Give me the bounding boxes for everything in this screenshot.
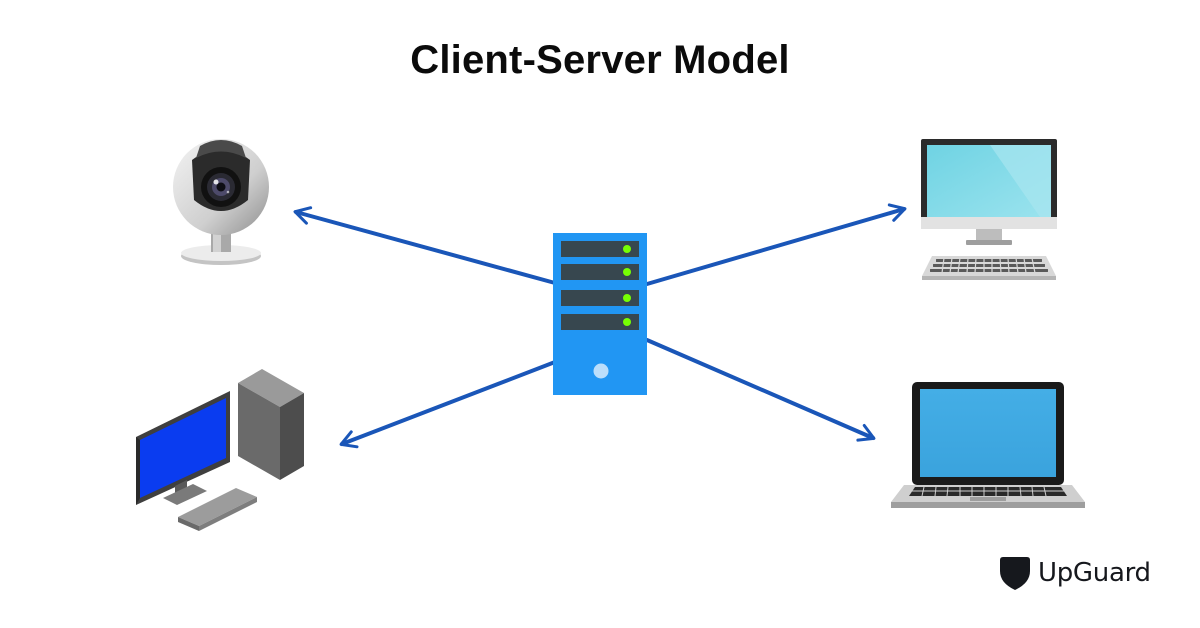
arrow-to-laptop xyxy=(645,338,876,442)
workstation-pc-icon xyxy=(136,369,304,531)
server-tower-icon xyxy=(553,233,647,395)
arrow-to-workstation xyxy=(339,360,557,449)
webcam-icon xyxy=(173,139,269,265)
laptop-icon xyxy=(891,382,1085,508)
logo-text: UpGuard xyxy=(1038,558,1151,588)
upguard-logo: UpGuard xyxy=(1000,553,1151,593)
diagram-title: Client-Server Model xyxy=(410,38,790,82)
arrow-to-webcam xyxy=(293,206,557,285)
desktop-computer-icon xyxy=(921,139,1057,280)
connection-arrows xyxy=(293,203,907,449)
arrow-to-desktop xyxy=(645,203,907,286)
upguard-shield-icon xyxy=(1000,557,1030,590)
